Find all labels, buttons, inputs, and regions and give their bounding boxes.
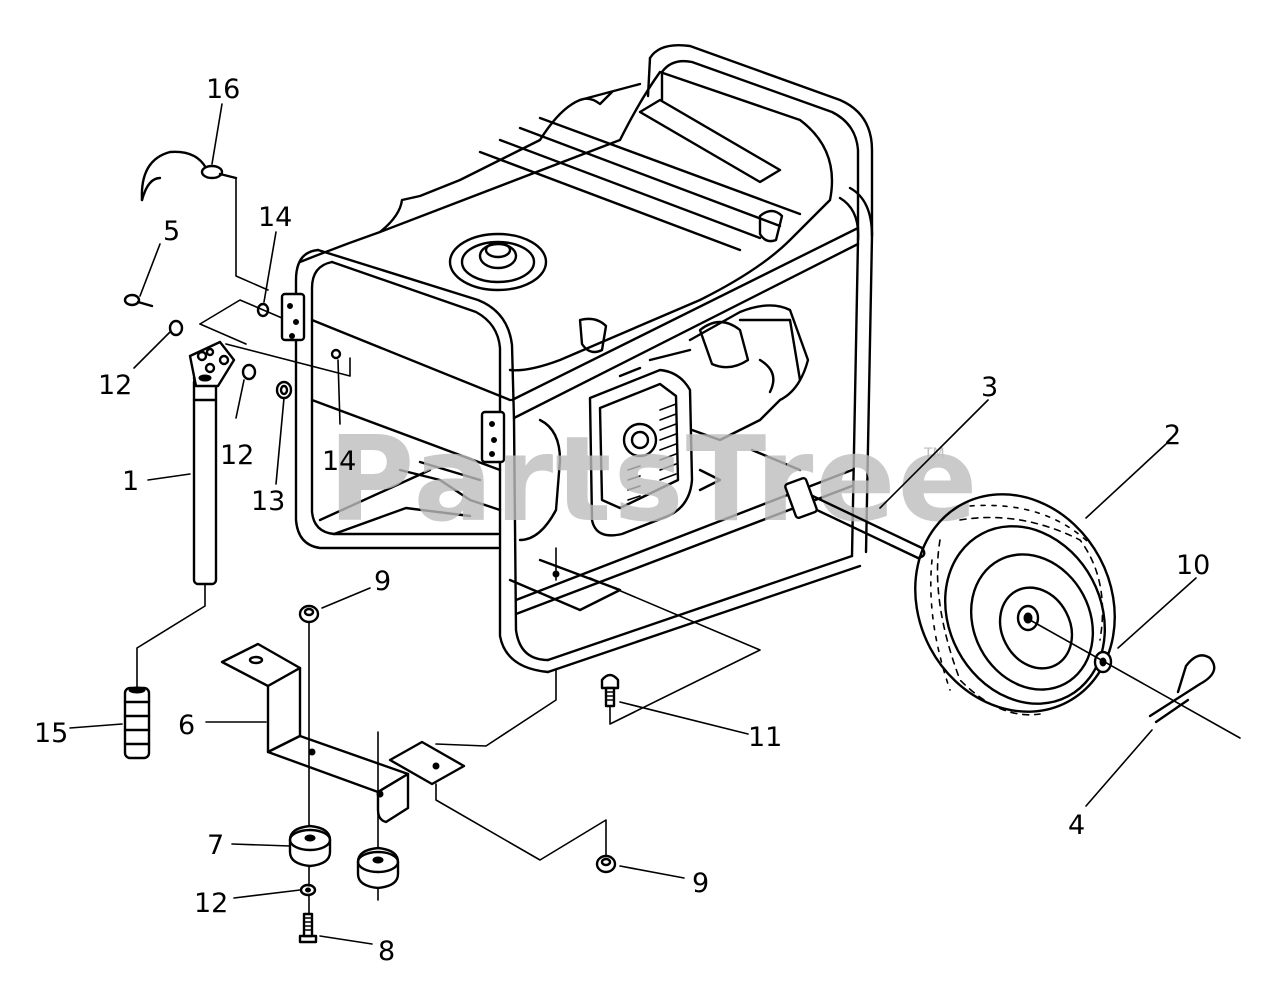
handle bbox=[188, 340, 236, 586]
handle-bolt bbox=[123, 293, 154, 308]
callout-9-upper: 9 bbox=[374, 566, 391, 597]
axle-washer bbox=[1093, 650, 1113, 674]
callout-7: 7 bbox=[207, 830, 224, 861]
foot-bracket bbox=[220, 642, 466, 824]
handle-nut bbox=[275, 380, 293, 400]
callout-15: 15 bbox=[34, 718, 68, 749]
flange-nut-lower bbox=[595, 854, 617, 874]
flange-nut-upper bbox=[298, 604, 320, 624]
callout-12-middle: 12 bbox=[220, 440, 254, 471]
washer-lower bbox=[241, 363, 257, 381]
engine bbox=[398, 304, 810, 612]
rubber-foot bbox=[288, 824, 400, 890]
callout-leaders bbox=[69, 103, 1197, 945]
lanyard-pin bbox=[140, 150, 238, 202]
callout-13: 13 bbox=[251, 486, 285, 517]
callout-14-lower: 14 bbox=[322, 446, 356, 477]
fuel-tank bbox=[298, 70, 834, 372]
callout-5: 5 bbox=[163, 216, 180, 247]
callout-9-lower: 9 bbox=[692, 868, 709, 899]
frame-bracket bbox=[280, 292, 506, 464]
callout-6: 6 bbox=[178, 710, 195, 741]
callout-2: 2 bbox=[1164, 420, 1181, 451]
hairpin-cotter bbox=[1148, 654, 1216, 724]
callout-14-upper: 14 bbox=[258, 202, 292, 233]
carriage-bolt bbox=[600, 673, 620, 708]
callout-12-upper: 12 bbox=[98, 370, 132, 401]
callout-12-lower: 12 bbox=[194, 888, 228, 919]
generator-frame bbox=[294, 44, 874, 674]
callout-16: 16 bbox=[206, 74, 240, 105]
mount-bolt bbox=[298, 912, 318, 944]
axle-centerline bbox=[1029, 619, 1241, 739]
assembly-lines bbox=[136, 177, 761, 915]
handle-grip bbox=[123, 686, 151, 760]
callout-1: 1 bbox=[122, 466, 139, 497]
callout-3: 3 bbox=[981, 372, 998, 403]
callout-4: 4 bbox=[1068, 810, 1085, 841]
callout-11: 11 bbox=[748, 722, 782, 753]
wheel bbox=[914, 493, 1116, 716]
axle bbox=[784, 476, 926, 560]
washer-bottom bbox=[299, 883, 317, 897]
callout-8: 8 bbox=[378, 936, 395, 967]
callout-10: 10 bbox=[1176, 550, 1210, 581]
callout-numbers: 1 2 3 4 5 6 7 8 9 9 10 11 12 12 12 13 14… bbox=[34, 74, 1210, 967]
partstree-watermark: PartsTree bbox=[328, 410, 980, 548]
washer-upper bbox=[168, 319, 184, 337]
